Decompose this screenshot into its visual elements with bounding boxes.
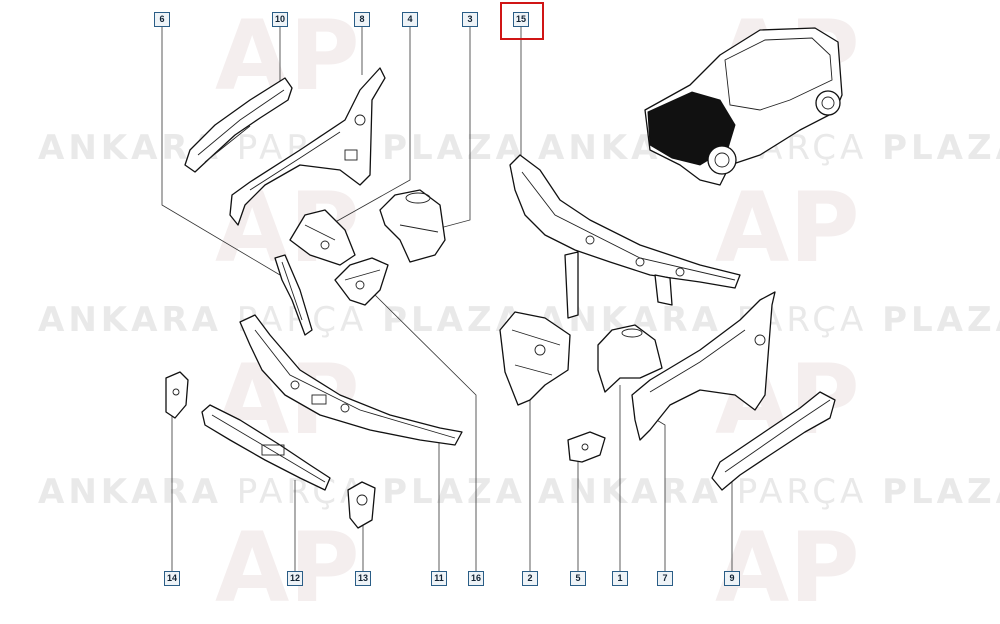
- part-16-bracket: [334, 257, 389, 306]
- callout-3[interactable]: 3: [462, 12, 478, 27]
- part-12-lower-rail: [201, 404, 331, 491]
- callout-1[interactable]: 1: [612, 571, 628, 586]
- callout-10[interactable]: 10: [272, 12, 288, 27]
- part-7-wheel-apron: [631, 291, 776, 441]
- part-6-pillar: [274, 254, 313, 336]
- callout-2[interactable]: 2: [522, 571, 538, 586]
- part-14-plate: [165, 371, 189, 419]
- callout-14[interactable]: 14: [164, 571, 180, 586]
- callout-9[interactable]: 9: [724, 571, 740, 586]
- part-15-upper-crossmember: [509, 154, 741, 319]
- watermark-row: ANKARA PARÇA PLAZA: [38, 472, 526, 512]
- callout-13[interactable]: 13: [355, 571, 371, 586]
- parts-drawing: [161, 27, 843, 572]
- car-illustration: [644, 27, 843, 186]
- callout-4[interactable]: 4: [402, 12, 418, 27]
- callout-16[interactable]: 16: [468, 571, 484, 586]
- parts-diagram: ANKARA PARÇA PLAZA ANKARA PARÇA PLAZA AN…: [38, 2, 1000, 616]
- part-8-wheel-apron: [229, 67, 386, 226]
- callout-8[interactable]: 8: [354, 12, 370, 27]
- watermark-logo: AP: [715, 172, 860, 284]
- part-2-support: [499, 311, 571, 406]
- part-3-shock-tower: [379, 189, 446, 263]
- callout-12[interactable]: 12: [287, 571, 303, 586]
- part-11-lower-crossmember: [239, 314, 463, 446]
- callout-6[interactable]: 6: [154, 12, 170, 27]
- part-5-bracket: [567, 431, 606, 463]
- watermark-row: ANKARA PARÇA PLAZA: [538, 472, 1000, 512]
- part-9-side-member: [711, 391, 836, 491]
- highlight-frame: [500, 2, 544, 40]
- part-1-shock-tower: [597, 324, 663, 393]
- callout-15[interactable]: 15: [513, 12, 529, 27]
- part-4-bracket: [289, 209, 356, 266]
- part-13-bracket: [347, 481, 376, 529]
- callout-11[interactable]: 11: [431, 571, 447, 586]
- part-10-side-member: [184, 77, 293, 173]
- callout-5[interactable]: 5: [570, 571, 586, 586]
- leader-lines: [161, 27, 733, 572]
- callout-7[interactable]: 7: [657, 571, 673, 586]
